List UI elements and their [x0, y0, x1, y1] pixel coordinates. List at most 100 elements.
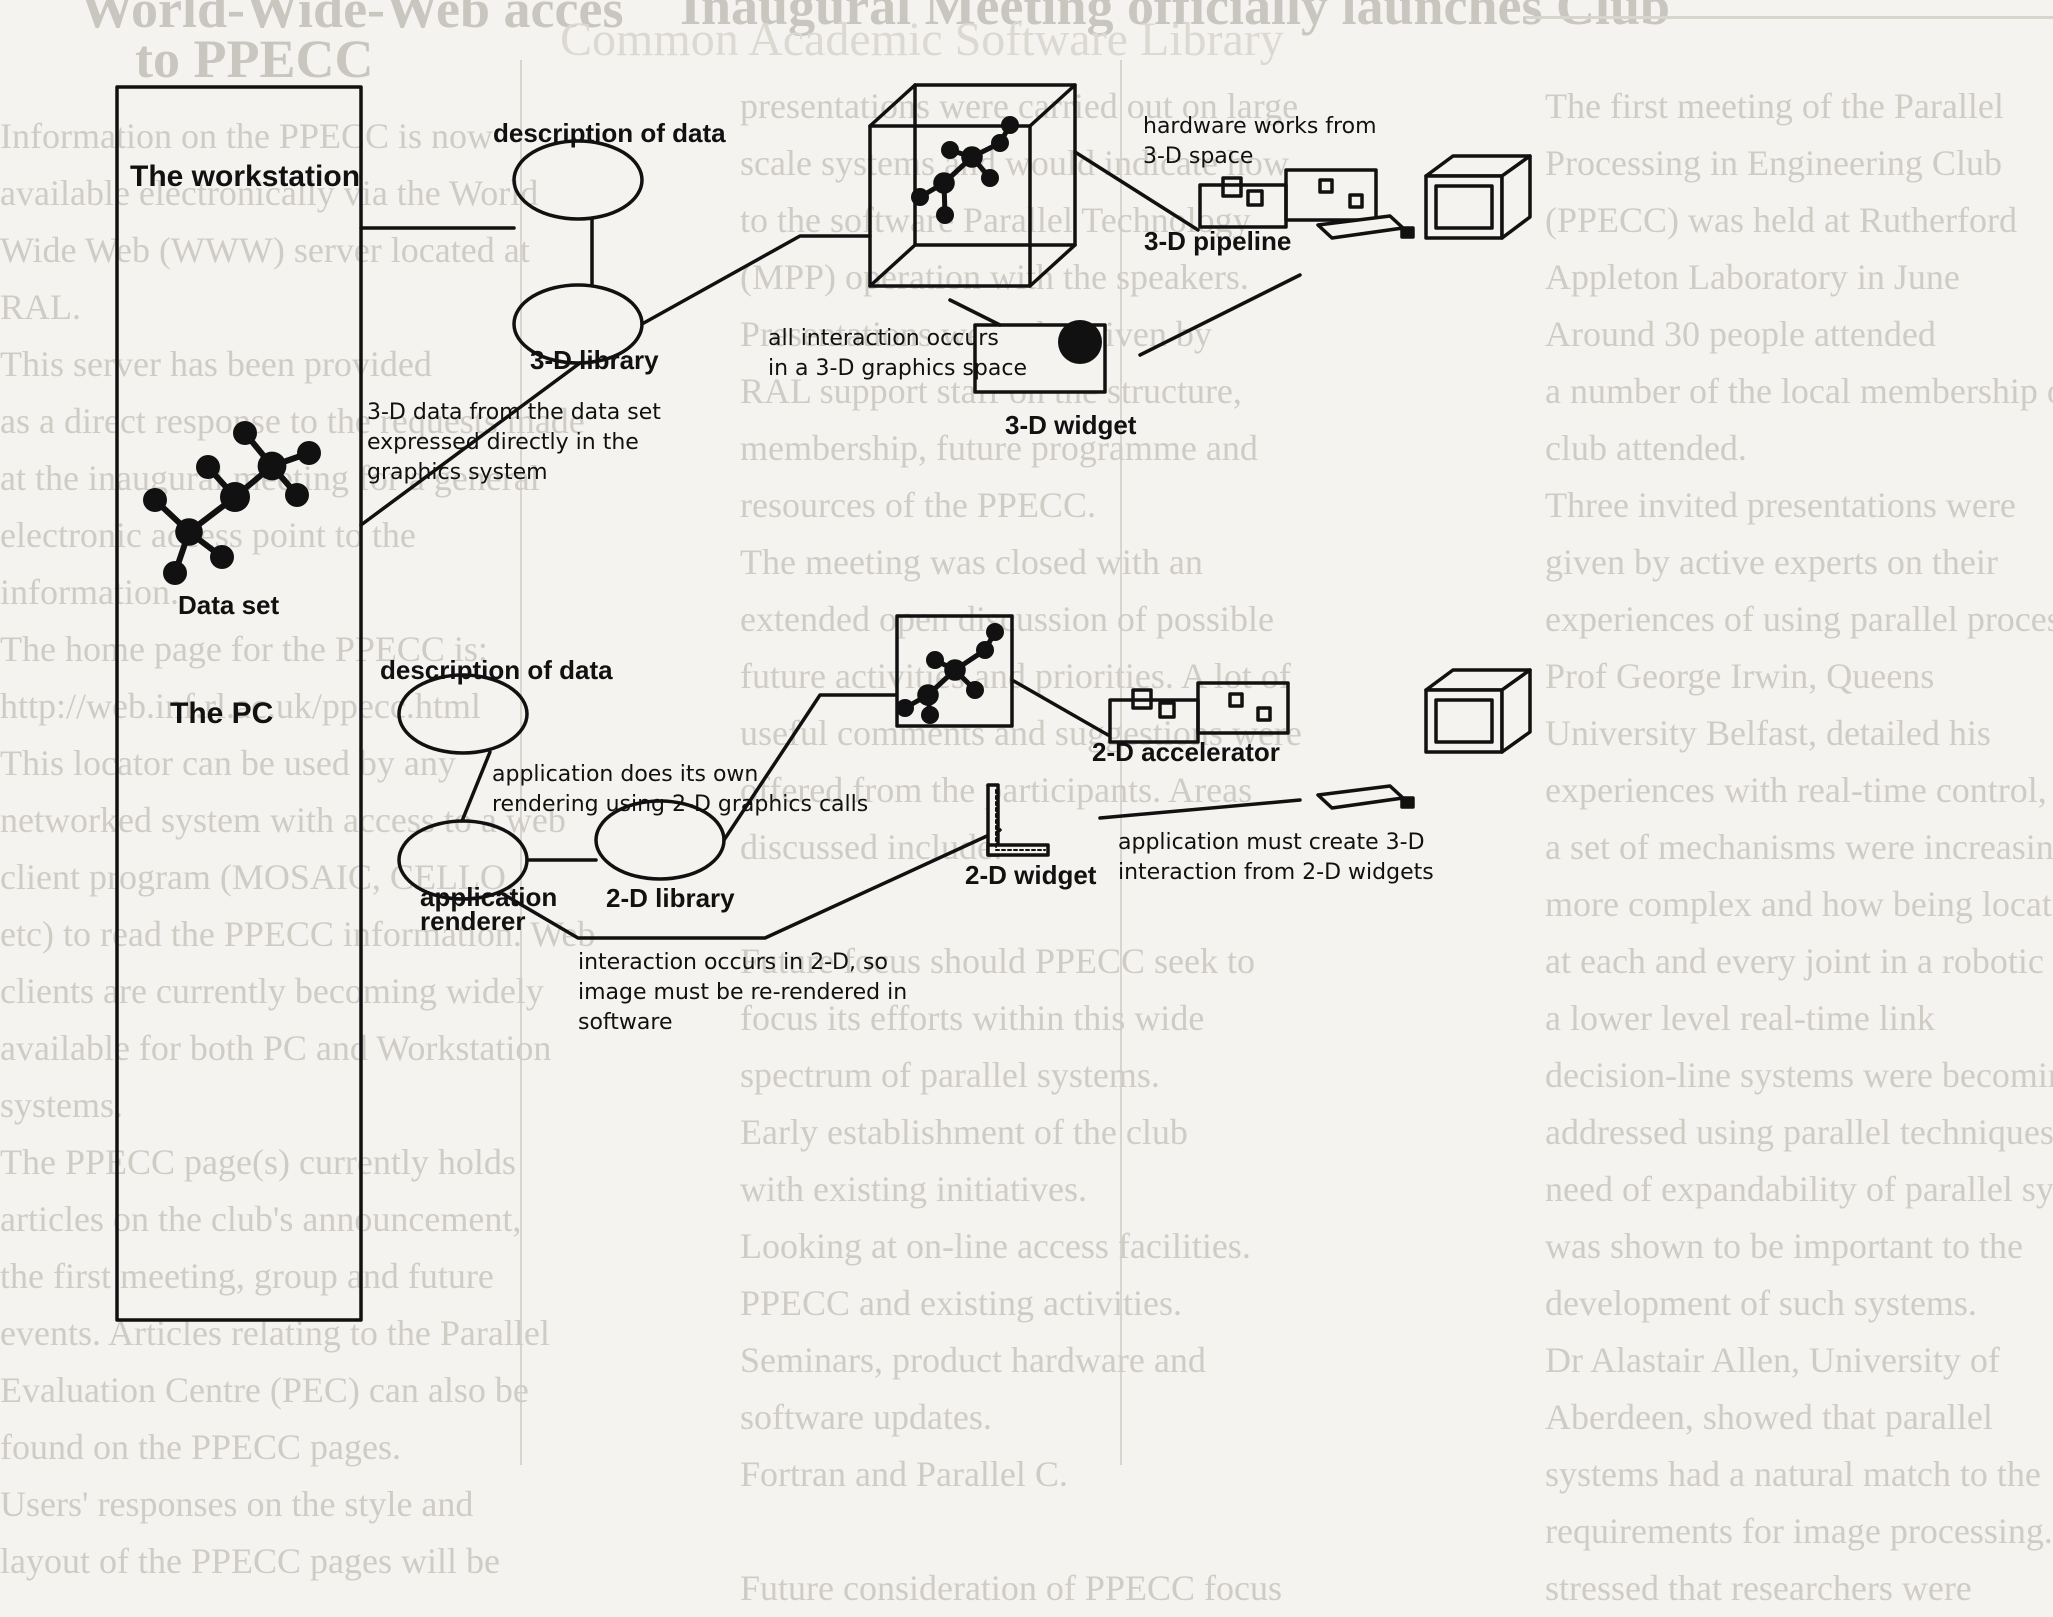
- data-set-label: Data set: [178, 590, 280, 620]
- atom: [896, 699, 914, 717]
- background-line: a number of the local membership of the: [1545, 371, 2053, 411]
- connector-desc-renderer: [460, 750, 492, 823]
- background-headline-left: World-Wide-Web acces: [80, 0, 624, 39]
- background-line: the first meeting, group and future: [0, 1256, 494, 1296]
- background-line: Three invited presentations were: [1545, 485, 2016, 525]
- renderer-label-2: renderer: [420, 906, 526, 936]
- background-line: found on the PPECC pages.: [0, 1427, 401, 1467]
- background-line: more complex and how being located: [1545, 884, 2053, 924]
- widget-3d-edge: [948, 298, 1002, 327]
- mouse-bottom: [1400, 796, 1415, 809]
- background-line: as a direct response to the requests mad…: [0, 401, 585, 441]
- background-line: addressed using parallel techniques. The: [1545, 1112, 2053, 1152]
- background-line: Dr Alastair Allen, University of: [1545, 1340, 2000, 1380]
- background-line: Around 30 people attended: [1545, 314, 1936, 354]
- box-2d: [895, 614, 1014, 728]
- background-line: client program (MOSAIC, CELLO,: [0, 857, 515, 897]
- atom: [961, 146, 983, 168]
- background-line: Aberdeen, showed that parallel: [1545, 1397, 1993, 1437]
- background-line: This locator can be used by any: [0, 743, 456, 783]
- atom: [196, 455, 220, 479]
- background-line: stressed that researchers were: [1545, 1568, 1972, 1608]
- molecule-dataset-icon: [143, 421, 321, 585]
- background-column-rule-1: [520, 60, 522, 1465]
- background-line: focus its efforts within this wide: [740, 998, 1205, 1038]
- background-line: The home page for the PPECC is:: [0, 629, 488, 669]
- background-line: spectrum of parallel systems.: [740, 1055, 1160, 1095]
- atom: [233, 421, 257, 445]
- background-line: scale systems and would indicate how: [740, 143, 1289, 183]
- widget-3d-ball: [1058, 320, 1102, 364]
- accel-box: [1108, 698, 1200, 744]
- background-line: Early establishment of the club: [740, 1112, 1188, 1152]
- widget-3d-label: 3-D widget: [1005, 410, 1137, 440]
- background-line: Users' responses on the style and: [0, 1484, 474, 1524]
- background-line: (PPECC) was held at Rutherford: [1545, 200, 2017, 240]
- description-ellipse-bottom: [397, 673, 529, 755]
- widget-2d: [986, 783, 1050, 857]
- background-line: Information on the PPECC is now: [0, 116, 493, 156]
- description-ellipse-top: [512, 139, 644, 221]
- background-line: etc) to read the PPECC information. Web: [0, 914, 596, 954]
- atom: [143, 488, 167, 512]
- molecule-cube-icon: [911, 116, 1019, 224]
- connector-lib3d-dataset: [359, 361, 582, 527]
- accelerator-2d-label: 2-D accelerator: [1092, 737, 1280, 767]
- desc-data-top-label: description of data: [493, 118, 726, 148]
- background-line: extended open discussion of possible: [740, 599, 1274, 639]
- background-line: to the software Parallel Technology: [740, 200, 1251, 240]
- library-2d-label: 2-D library: [606, 883, 735, 913]
- connector-renderer-widget2d: [501, 828, 1002, 940]
- atom: [926, 651, 944, 669]
- background-line: presentations were carried out on large: [740, 86, 1299, 126]
- atom: [936, 206, 954, 224]
- connector-widget3d-keyboard: [1138, 273, 1302, 357]
- background-line: Appleton Laboratory in June: [1545, 257, 1960, 297]
- atom: [933, 172, 955, 194]
- background-line: available electronically via the World: [0, 173, 539, 213]
- background-line: a set of mechanisms were increasingly: [1545, 827, 2053, 867]
- background-line: Evaluation Centre (PEC) can also be: [0, 1370, 529, 1410]
- background-line: The PPECC page(s) currently holds: [0, 1142, 516, 1182]
- mouse-top: [1400, 226, 1415, 239]
- widget-2d-label: 2-D widget: [965, 860, 1097, 890]
- background-line: Future focus should PPECC seek to: [740, 941, 1256, 981]
- background-line: club attended.: [1545, 428, 1747, 468]
- background-line: was shown to be important to the: [1545, 1226, 2023, 1266]
- background-headline-mid-faint: Common Academic Software Library: [560, 13, 1284, 66]
- atom: [257, 451, 287, 481]
- background-line: membership, future programme and: [740, 428, 1258, 468]
- background-line: experiences with real-time control,: [1545, 770, 2047, 810]
- background-line: University Belfast, detailed his: [1545, 713, 1991, 753]
- atom: [986, 623, 1004, 641]
- monitor-bottom: [1424, 668, 1532, 754]
- background-column-rule-2: [1120, 60, 1122, 1465]
- atom: [991, 134, 1009, 152]
- background-line: with existing initiatives.: [740, 1169, 1087, 1209]
- monitor-top: [1424, 154, 1532, 240]
- atom: [921, 706, 939, 724]
- background-line: RAL.: [0, 287, 81, 327]
- background-line: Seminars, product hardware and: [740, 1340, 1206, 1380]
- atom: [941, 141, 959, 159]
- atom: [981, 169, 999, 187]
- cube-3d: [868, 83, 1077, 288]
- connector-box2d-accel: [1010, 678, 1110, 737]
- atom: [944, 659, 966, 681]
- background-line: resources of the PPECC.: [740, 485, 1096, 525]
- background-headline-mid: Inaugural Meeting officially launches Cl…: [680, 0, 1671, 36]
- background-line: The meeting was closed with an: [740, 542, 1203, 582]
- desc-data-bottom-label: description of data: [380, 655, 613, 685]
- atom: [917, 684, 939, 706]
- molecule-2d-icon: [896, 623, 1004, 724]
- background-line: experiences of using parallel processing…: [1545, 599, 2053, 639]
- background-line: The first meeting of the Parallel: [1545, 86, 2004, 126]
- background-line: at each and every joint in a robotic arm: [1545, 941, 2053, 981]
- atom: [285, 483, 309, 507]
- background-rule: [1525, 16, 2053, 19]
- background-line: a lower level real-time link: [1545, 998, 1935, 1038]
